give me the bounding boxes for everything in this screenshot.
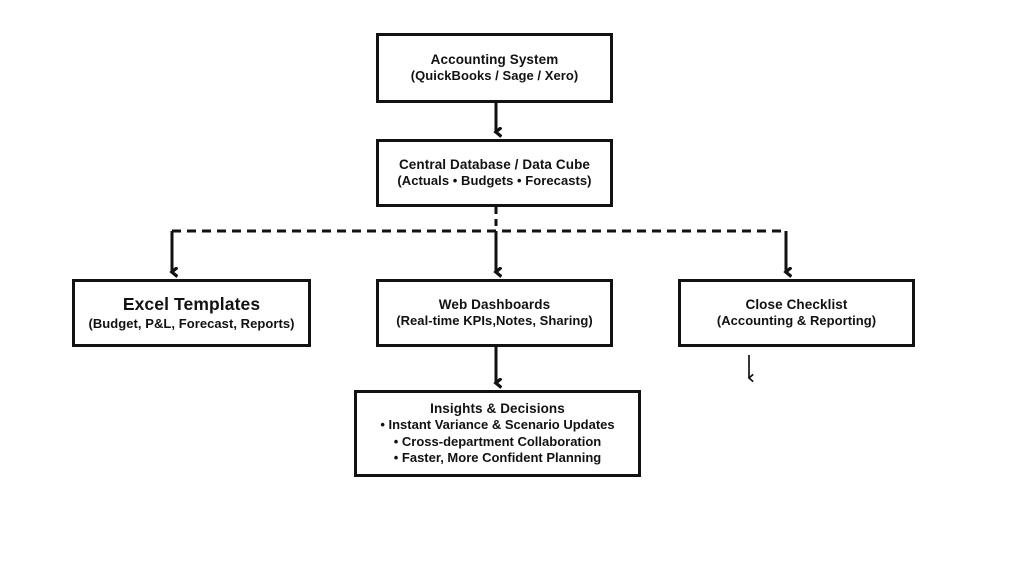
node-title: Close Checklist — [745, 297, 848, 313]
node-title: Excel Templates — [122, 294, 261, 315]
node-accounting-system: Accounting System (QuickBooks / Sage / X… — [376, 33, 613, 103]
node-subtitle: (Budget, P&L, Forecast, Reports) — [88, 315, 295, 331]
node-title: Accounting System — [430, 52, 559, 68]
node-insights-decisions: Insights & Decisions • Instant Variance … — [354, 390, 641, 477]
node-excel-templates: Excel Templates (Budget, P&L, Forecast, … — [72, 279, 311, 347]
node-subtitle: (QuickBooks / Sage / Xero) — [410, 68, 579, 84]
node-close-checklist: Close Checklist (Accounting & Reporting) — [678, 279, 915, 347]
node-web-dashboards: Web Dashboards (Real-time KPIs,Notes, Sh… — [376, 279, 613, 347]
node-title: Web Dashboards — [438, 297, 551, 313]
node-bullet: • Cross-department Collaboration — [393, 433, 602, 449]
node-subtitle: (Real-time KPIs,Notes, Sharing) — [396, 313, 593, 329]
node-bullet: • Faster, More Confident Planning — [393, 450, 602, 466]
node-subtitle: (Actuals • Budgets • Forecasts) — [397, 173, 592, 189]
node-bullet: • Instant Variance & Scenario Updates — [380, 417, 615, 433]
node-subtitle: (Accounting & Reporting) — [716, 313, 877, 329]
node-title: Central Database / Data Cube — [398, 157, 591, 173]
node-title: Insights & Decisions — [430, 400, 565, 416]
node-central-database: Central Database / Data Cube (Actuals • … — [376, 139, 613, 207]
